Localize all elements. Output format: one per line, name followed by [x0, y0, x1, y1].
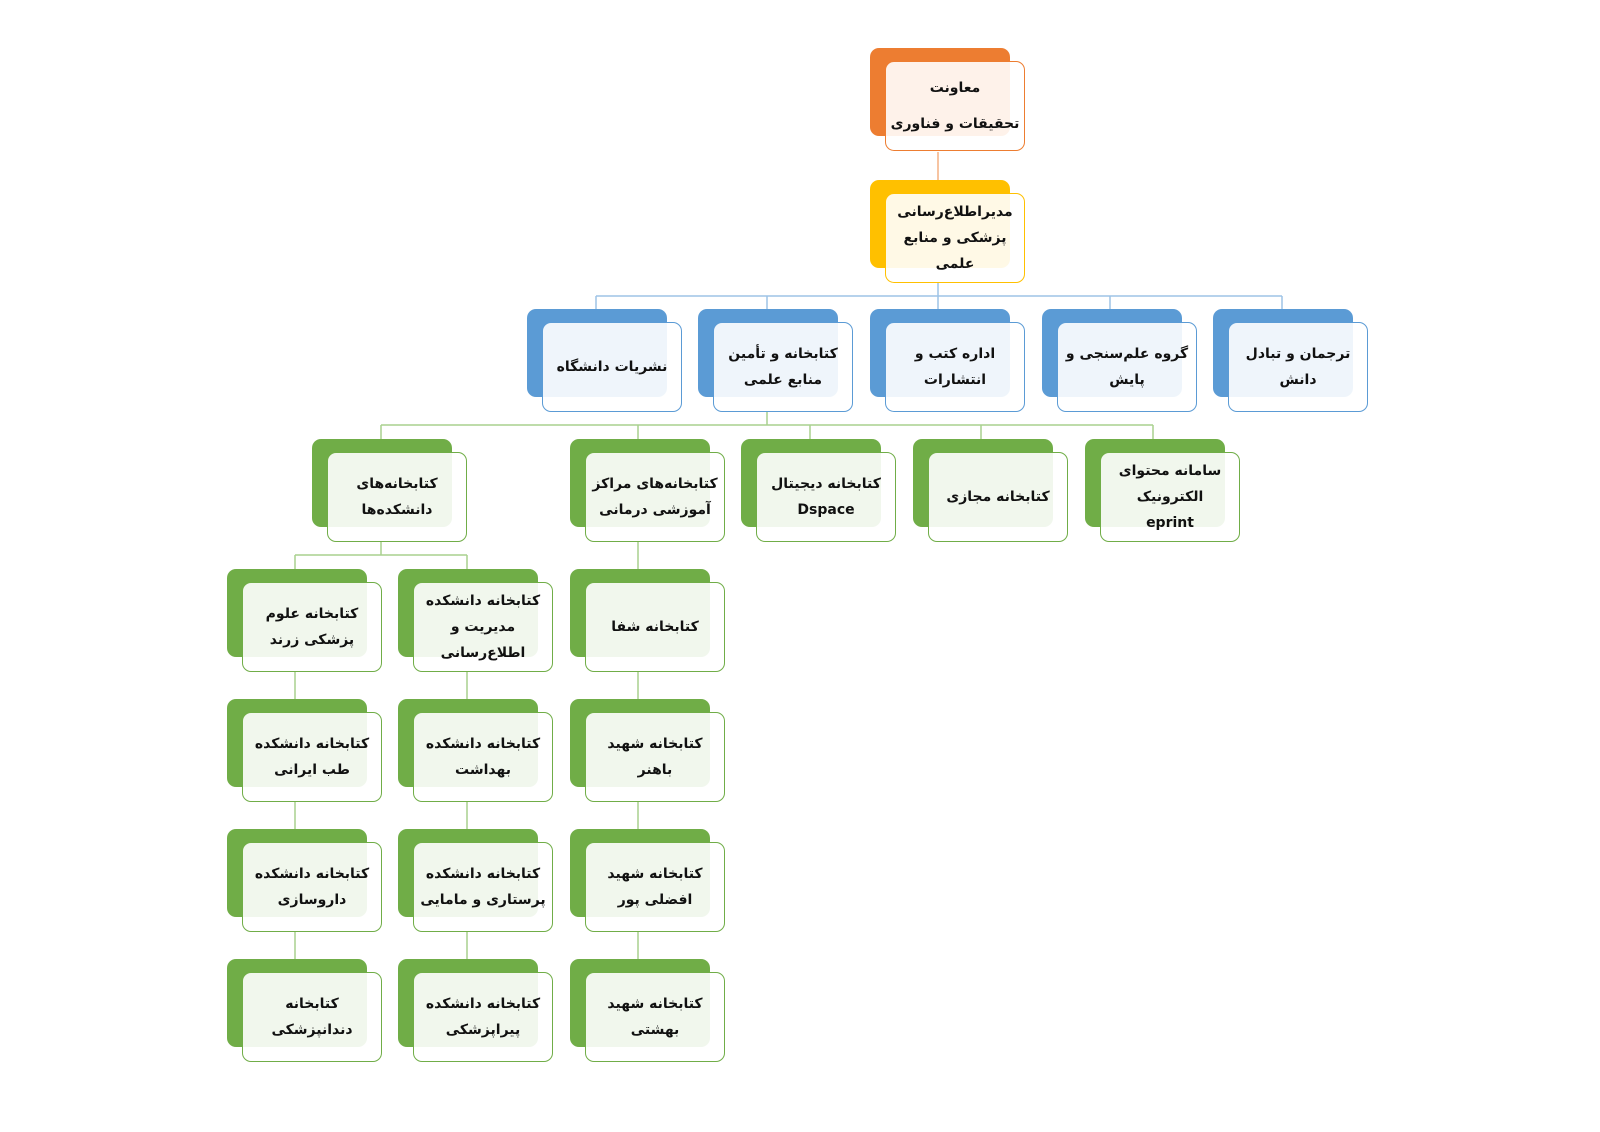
node-library-unit: کتابخانه‌های مراکز آموزشی درمانی: [570, 439, 725, 542]
node-faculty-library: کتابخانه دانشکده پیراپزشکی: [398, 959, 553, 1062]
node-department: ترجمان و تبادل دانش: [1213, 309, 1368, 412]
node-department: گروه علم‌سنجی و پایش: [1042, 309, 1197, 412]
node-library-unit: کتابخانه مجازی: [913, 439, 1068, 542]
node-hospital-library: کتابخانه شفا: [570, 569, 725, 672]
node-faculty-library: کتابخانه دانشکده طب ایرانی: [227, 699, 382, 802]
node-hospital-library: کتابخانه شهید باهنر: [570, 699, 725, 802]
node-information-director: مدیراطلاع‌رسانی پزشکی و منابع علمی: [870, 180, 1025, 283]
node-faculty-library: کتابخانه دانشکده پرستاری و مامایی: [398, 829, 553, 932]
node-research-deputy: معاونت تحقیقات و فناوری: [870, 48, 1025, 151]
node-library-unit: کتابخانه‌های دانشکده‌ها: [312, 439, 467, 542]
node-faculty-library: کتابخانه دندانپزشکی: [227, 959, 382, 1062]
node-faculty-library: کتابخانه دانشکده داروسازی: [227, 829, 382, 932]
node-hospital-library: کتابخانه شهید افضلی پور: [570, 829, 725, 932]
node-faculty-library: کتابخانه دانشکده بهداشت: [398, 699, 553, 802]
node-library-unit: سامانه محتوای الکترونیک eprint: [1085, 439, 1240, 542]
node-department: اداره کتب و انتشارات: [870, 309, 1025, 412]
node-faculty-library: کتابخانه علوم پزشکی زرند: [227, 569, 382, 672]
node-library-unit: کتابخانه دیجیتال Dspace: [741, 439, 896, 542]
node-department: نشریات دانشگاه: [527, 309, 682, 412]
node-hospital-library: کتابخانه شهید بهشتی: [570, 959, 725, 1062]
node-department: کتابخانه و تأمین منابع علمی: [698, 309, 853, 412]
node-faculty-library: کتابخانه دانشکده مدیریت و اطلاع‌رسانی: [398, 569, 553, 672]
